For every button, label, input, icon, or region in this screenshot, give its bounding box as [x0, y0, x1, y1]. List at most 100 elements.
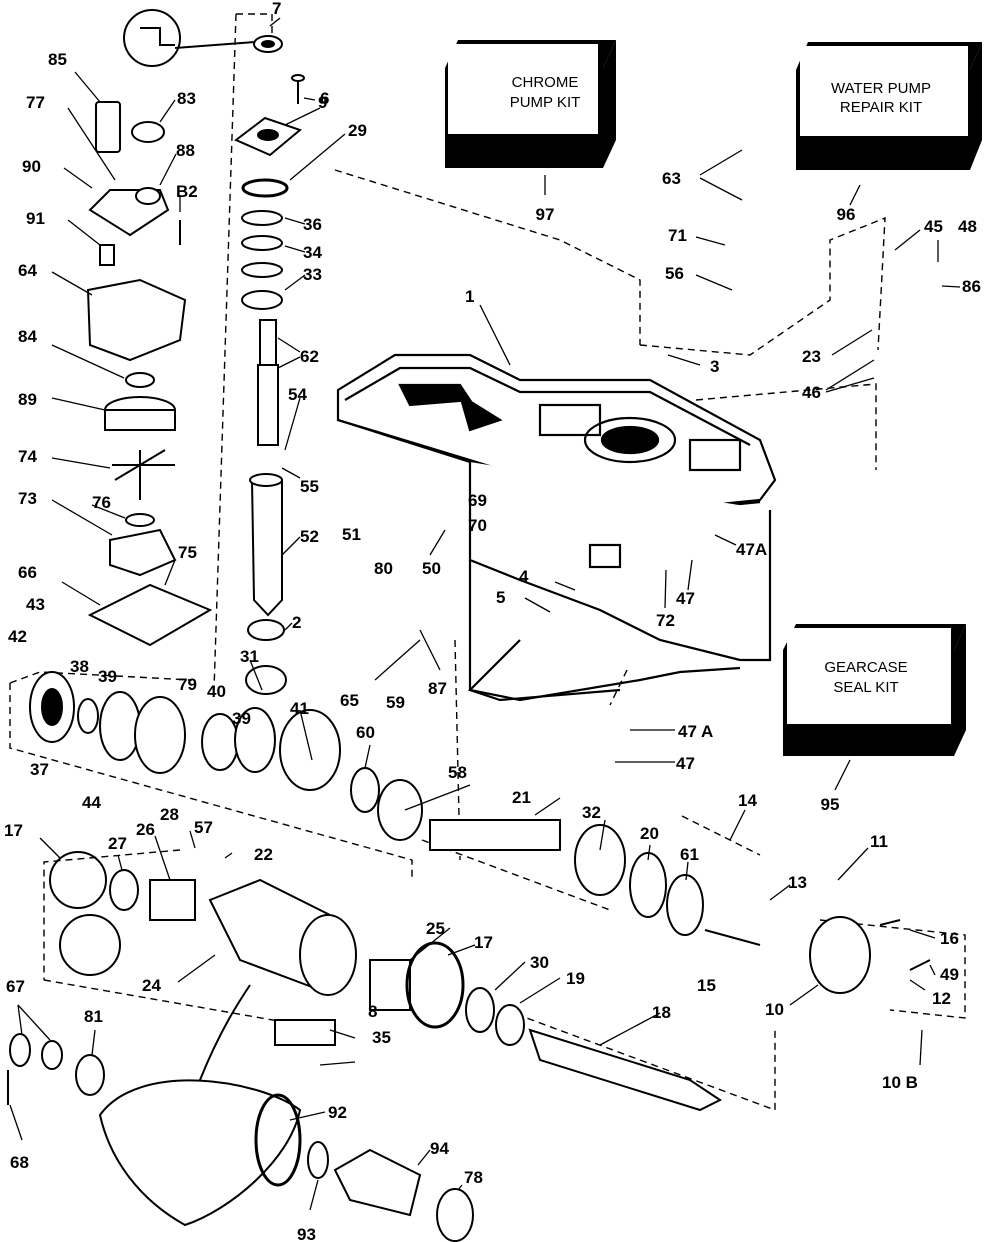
callout-60: 60: [356, 723, 375, 742]
callout-48: 48: [958, 217, 977, 236]
callout-88: 88: [176, 141, 195, 160]
callout-92: 92: [328, 1103, 347, 1122]
callout-41: 41: [290, 699, 309, 718]
callout-52: 52: [300, 527, 319, 546]
callout-90: 90: [22, 157, 41, 176]
callout-84: 84: [18, 327, 37, 346]
callout-76: 76: [92, 493, 111, 512]
kit-ref-95: 95: [821, 795, 840, 814]
kit-ref-97: 97: [536, 205, 555, 224]
callout-24: 24: [142, 976, 161, 995]
chrome-pump-kit-line-1: CHROME: [512, 74, 579, 91]
callout-7: 7: [272, 0, 281, 18]
callout-68: 68: [10, 1153, 29, 1172]
callout-39: 39: [98, 667, 117, 686]
callout-47: 47: [676, 754, 695, 773]
chrome-pump-kit-line-2: PUMP KIT: [510, 94, 581, 111]
callout-81: 81: [84, 1007, 103, 1026]
gearcase-housing: [336, 353, 777, 702]
callout-16: 16: [940, 929, 959, 948]
callout-15: 15: [697, 976, 716, 995]
callout-89: 89: [18, 390, 37, 409]
callout-50: 50: [422, 559, 441, 578]
callout-49: 49: [940, 965, 959, 984]
callout-b2: B2: [176, 182, 198, 201]
callout-46: 46: [802, 383, 821, 402]
callout-12: 12: [932, 989, 951, 1008]
callout-56: 56: [665, 264, 684, 283]
callout-71: 71: [668, 226, 687, 245]
callout-32: 32: [582, 803, 601, 822]
callout-5: 5: [496, 588, 505, 607]
callout-63: 63: [662, 169, 681, 188]
callout-58: 58: [448, 763, 467, 782]
callout-70: 70: [468, 516, 487, 535]
callout-39: 39: [232, 709, 251, 728]
callout-14: 14: [738, 791, 757, 810]
callout-34: 34: [303, 243, 322, 262]
callout-47a: 47A: [736, 540, 767, 559]
callout-79: 79: [178, 675, 197, 694]
callout-38: 38: [70, 657, 89, 676]
water-pump-repair-kit-box: WATER PUMP REPAIR KIT: [796, 42, 982, 170]
callout-10b: 10 B: [882, 1073, 918, 1092]
callout-61: 61: [680, 845, 699, 864]
gearcase-seal-kit-line-2: SEAL KIT: [833, 679, 898, 696]
callout-9: 9: [318, 93, 327, 112]
callout-80: 80: [374, 559, 393, 578]
callout-8: 8: [368, 1002, 377, 1021]
callout-44: 44: [82, 793, 101, 812]
callout-59: 59: [386, 693, 405, 712]
callout-36: 36: [303, 215, 322, 234]
callout-18: 18: [652, 1003, 671, 1022]
callout-3: 3: [710, 357, 719, 376]
callout-25: 25: [426, 919, 445, 938]
callout-42: 42: [8, 627, 27, 646]
callout-77: 77: [26, 93, 45, 112]
callout-67: 67: [6, 977, 25, 996]
callout-4: 4: [519, 567, 529, 586]
lower-assembly: [7, 851, 931, 1242]
callout-66: 66: [18, 563, 37, 582]
callout-69: 69: [468, 491, 487, 510]
callout-91: 91: [26, 209, 45, 228]
callout-17: 17: [474, 933, 493, 952]
callout-78: 78: [464, 1168, 483, 1187]
gearcase-seal-kit-box: GEARCASE SEAL KIT: [783, 624, 966, 756]
leader-lines: [9, 17, 961, 1211]
callout-1: 1: [465, 287, 474, 306]
callout-6: 6: [320, 89, 329, 108]
callout-21: 21: [512, 788, 531, 807]
callout-40: 40: [207, 682, 226, 701]
callout-33: 33: [303, 265, 322, 284]
callout-73: 73: [18, 489, 37, 508]
callout-17: 17: [4, 821, 23, 840]
callout-55: 55: [300, 477, 319, 496]
callout-87: 87: [428, 679, 447, 698]
callout-83: 83: [177, 89, 196, 108]
water-pump-kit-line-1: WATER PUMP: [831, 80, 931, 97]
callout-20: 20: [640, 824, 659, 843]
callout-94: 94: [430, 1139, 449, 1158]
callout-65: 65: [340, 691, 359, 710]
assembly-guide-lines: [9, 13, 966, 1112]
water-pump-kit-line-2: REPAIR KIT: [840, 99, 922, 116]
callout-45: 45: [924, 217, 943, 236]
kit-ref-96: 96: [837, 205, 856, 224]
callout-57: 57: [194, 818, 213, 837]
callout-22: 22: [254, 845, 273, 864]
callout-23: 23: [802, 347, 821, 366]
callout-10: 10: [765, 1000, 784, 1019]
water-pump-components: [86, 9, 256, 647]
callout-86: 86: [962, 277, 981, 296]
callout-64: 64: [18, 261, 37, 280]
callout-72: 72: [656, 611, 675, 630]
callout-37: 37: [30, 760, 49, 779]
callout-31: 31: [240, 647, 259, 666]
callout-29: 29: [348, 121, 367, 140]
callout-13: 13: [788, 873, 807, 892]
callout-62: 62: [300, 347, 319, 366]
